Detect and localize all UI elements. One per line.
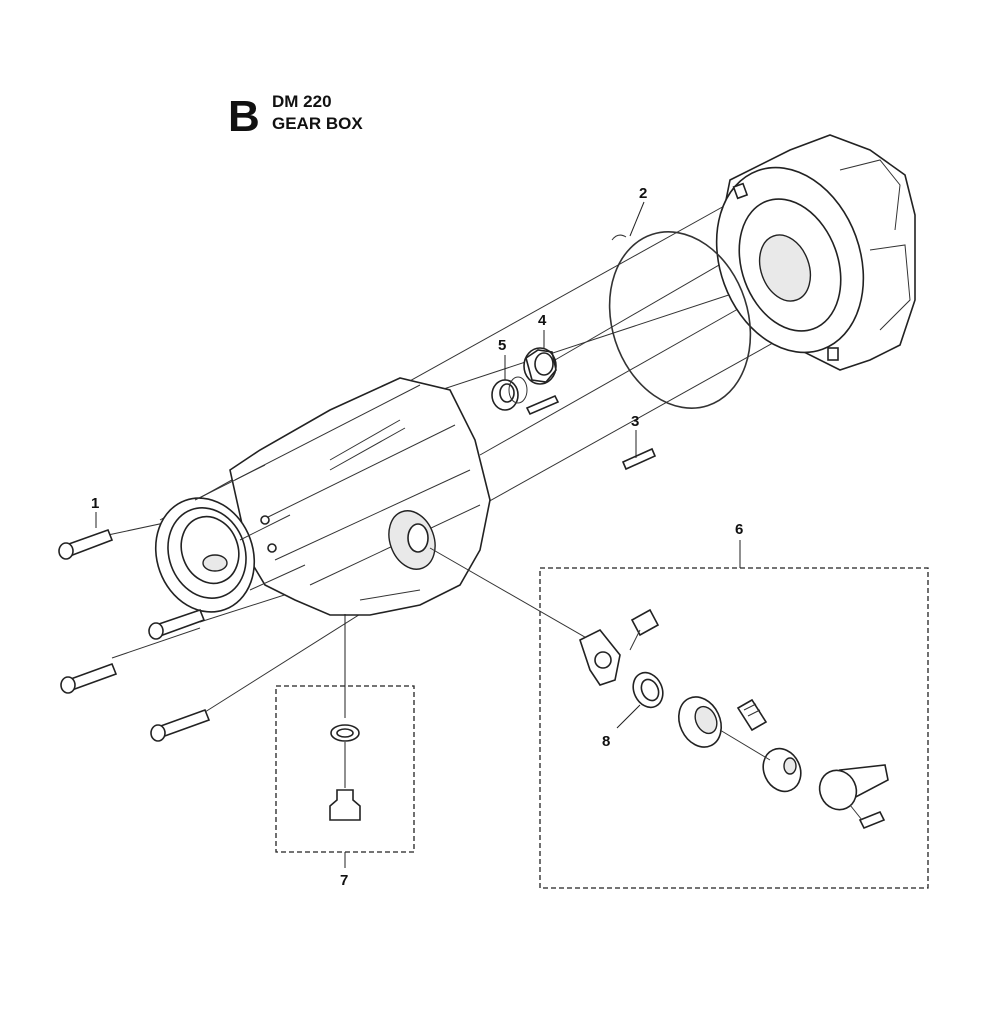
callout-6: 6 <box>735 521 743 538</box>
section-letter: B <box>228 92 260 141</box>
diagram-title: GEAR BOX <box>272 114 363 133</box>
front-collar <box>154 464 306 613</box>
rear-housing <box>715 134 916 371</box>
bearing <box>523 347 557 385</box>
gear-housing <box>229 377 491 616</box>
dowel-pin-upper <box>525 394 560 416</box>
oil-plug-kit <box>275 614 415 868</box>
callout-8: 8 <box>602 733 610 750</box>
o-ring <box>608 231 752 409</box>
callout-2: 2 <box>639 185 647 202</box>
callout-5: 5 <box>498 337 506 354</box>
callout-1: 1 <box>91 495 99 512</box>
diagram-header: B DM 220 GEAR BOX <box>228 92 363 141</box>
callout-3: 3 <box>631 413 639 430</box>
gear-selector-kit <box>429 540 929 889</box>
leaders <box>95 201 645 729</box>
callout-7: 7 <box>340 872 348 889</box>
needle-bearing <box>491 376 528 411</box>
screw <box>58 528 114 560</box>
pin <box>621 447 657 471</box>
screw-3 <box>60 662 118 694</box>
callout-labels: 1 2 3 4 5 6 7 8 <box>91 185 743 889</box>
screw-2 <box>148 608 206 640</box>
screw-4 <box>150 708 211 742</box>
model-name: DM 220 <box>272 92 332 111</box>
callout-4: 4 <box>538 312 547 329</box>
